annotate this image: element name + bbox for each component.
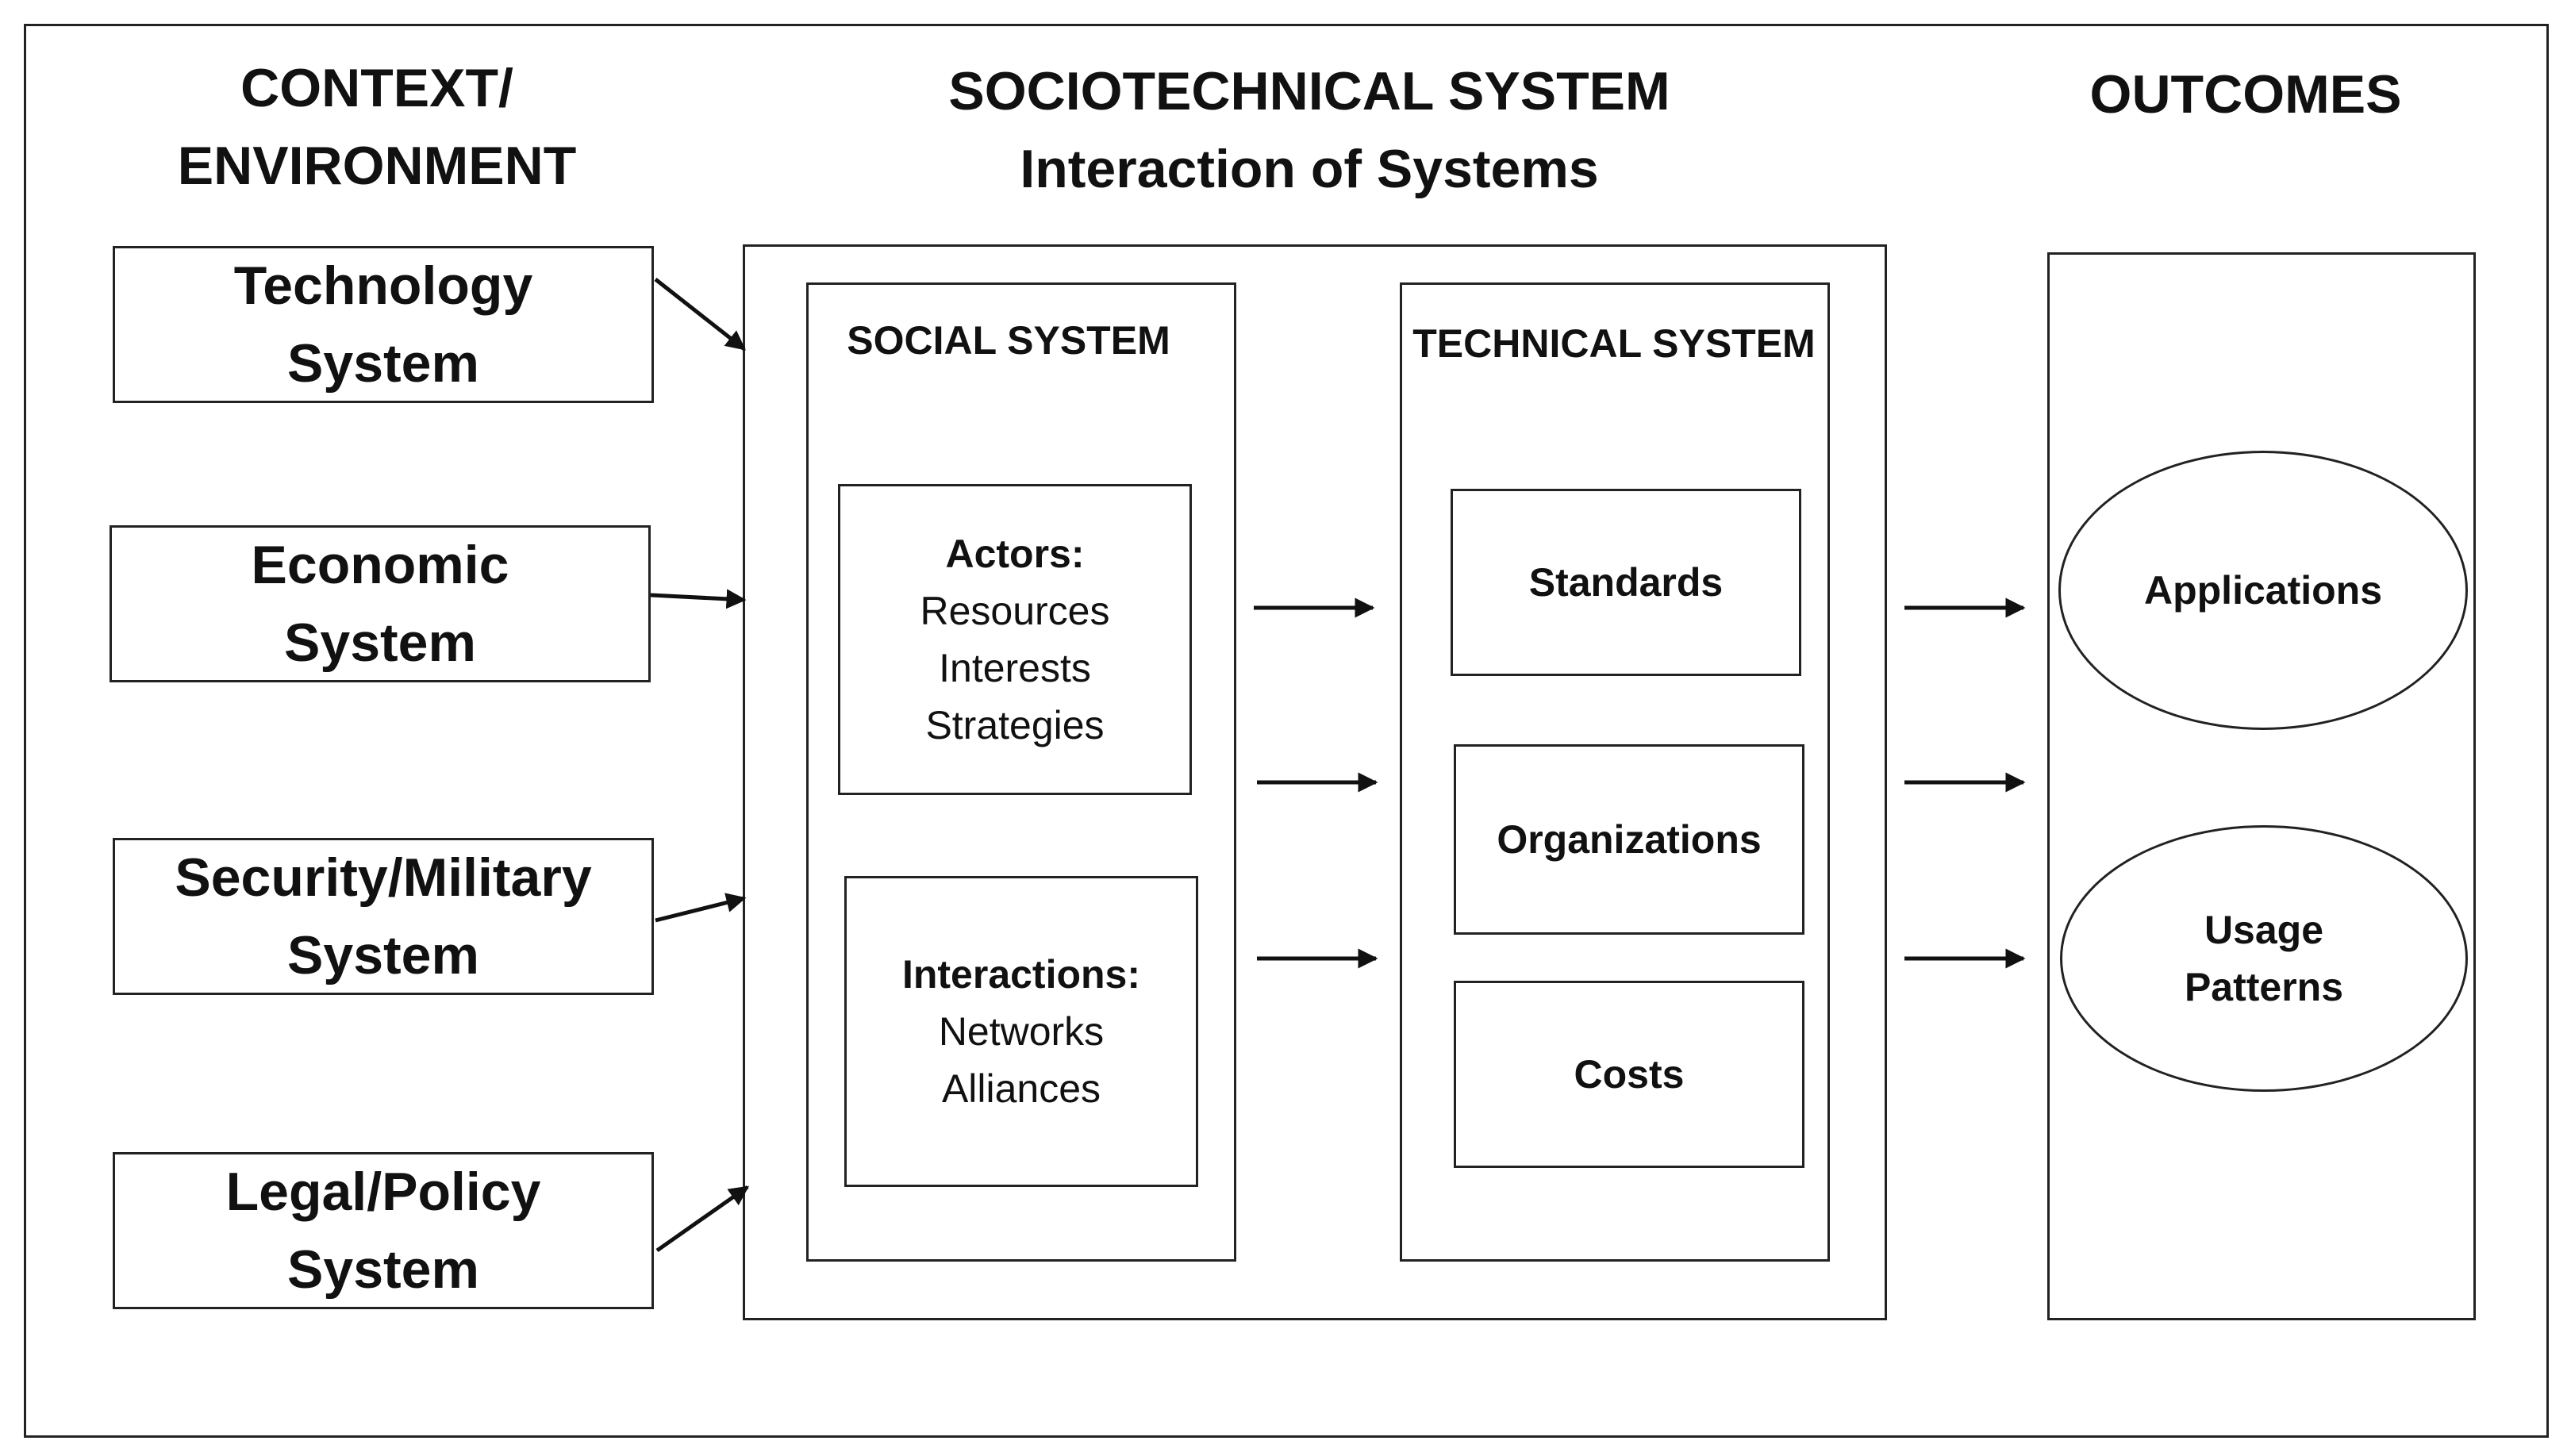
costs-box: Costs [1454, 981, 1804, 1168]
social-system-title: SOCIAL SYSTEM [847, 318, 1170, 363]
usage-patterns-ellipse: Usage Patterns [2060, 825, 2468, 1092]
legal-policy-system-box: Legal/Policy System [113, 1152, 654, 1309]
actors-item: Strategies [925, 703, 1105, 747]
actors-item: Interests [939, 646, 1091, 690]
interactions-box: Interactions: Networks Alliances [844, 876, 1198, 1187]
outer-frame [24, 24, 2549, 1438]
outcomes-header: OUTCOMES [2089, 64, 2402, 125]
arrow-technology-to-sociotechnical [654, 278, 746, 351]
standards-box: Standards [1451, 489, 1801, 676]
interactions-item: Networks [938, 1009, 1105, 1054]
interactions-item: Alliances [941, 1066, 1101, 1111]
sociotechnical-header: SOCIOTECHNICAL SYSTEM Interaction of Sys… [948, 61, 1670, 199]
arrow-security-to-sociotechnical [655, 893, 747, 923]
security-military-system-box: Security/Military System [113, 838, 654, 995]
applications-ellipse: Applications [2058, 451, 2468, 730]
arrow-economic-to-sociotechnical [650, 589, 747, 609]
technology-system-box: Technology System [113, 246, 654, 403]
technical-system-title: TECHNICAL SYSTEM [1412, 321, 1816, 366]
interactions-label: Interactions: [901, 952, 1141, 997]
outcomes-box [2047, 252, 2476, 1320]
actors-box: Actors: Resources Interests Strategies [838, 484, 1192, 795]
actors-label: Actors: [945, 532, 1085, 576]
context-header: CONTEXT/ ENVIRONMENT [177, 58, 577, 196]
economic-system-box: Economic System [110, 525, 651, 682]
arrow-legal-to-sociotechnical [655, 1185, 750, 1253]
organizations-box: Organizations [1454, 744, 1804, 935]
actors-item: Resources [920, 589, 1110, 633]
